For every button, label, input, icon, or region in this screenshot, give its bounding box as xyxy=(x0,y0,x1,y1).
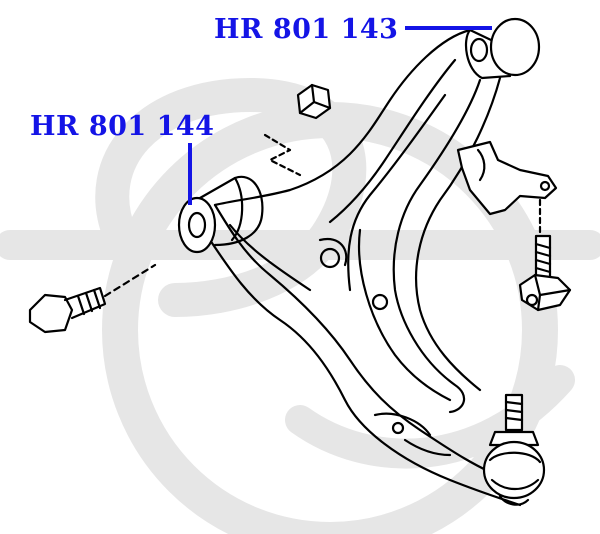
rear-bushing xyxy=(464,17,541,80)
top-nut xyxy=(263,83,332,177)
ball-joint xyxy=(482,393,546,506)
right-bolt xyxy=(518,234,572,312)
stabilizer-bracket xyxy=(456,140,558,234)
part-label-hr-801-143: HR 801 143 xyxy=(214,14,399,45)
front-bolt xyxy=(28,263,157,334)
part-label-hr-801-144: HR 801 144 xyxy=(30,111,215,142)
front-bushing xyxy=(177,175,264,254)
